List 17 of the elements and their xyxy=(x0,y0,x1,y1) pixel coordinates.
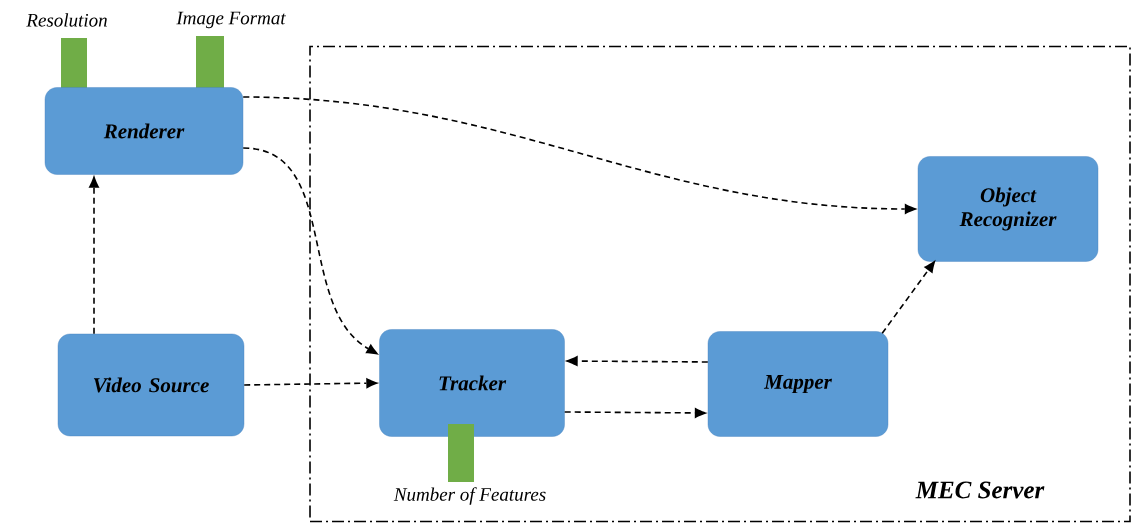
process-box: Video Source xyxy=(57,333,245,437)
node-label: Resolution xyxy=(26,13,107,27)
arrow xyxy=(242,96,918,215)
process-box: Tracker xyxy=(379,329,565,437)
process-box: Object Recognizer xyxy=(917,156,1099,262)
arrow xyxy=(242,147,380,355)
server-label: MEC Server xyxy=(915,481,1045,499)
arrow xyxy=(563,407,708,419)
process-box: Mapper xyxy=(707,331,889,437)
arrow xyxy=(88,174,100,335)
node-label: Image Format xyxy=(176,11,286,29)
process-box: Renderer xyxy=(44,87,244,175)
arrow xyxy=(881,259,936,335)
node-label: Number of Features xyxy=(393,487,546,505)
arrow xyxy=(564,355,709,367)
server-boundary xyxy=(309,45,1131,523)
arrow xyxy=(243,377,380,389)
